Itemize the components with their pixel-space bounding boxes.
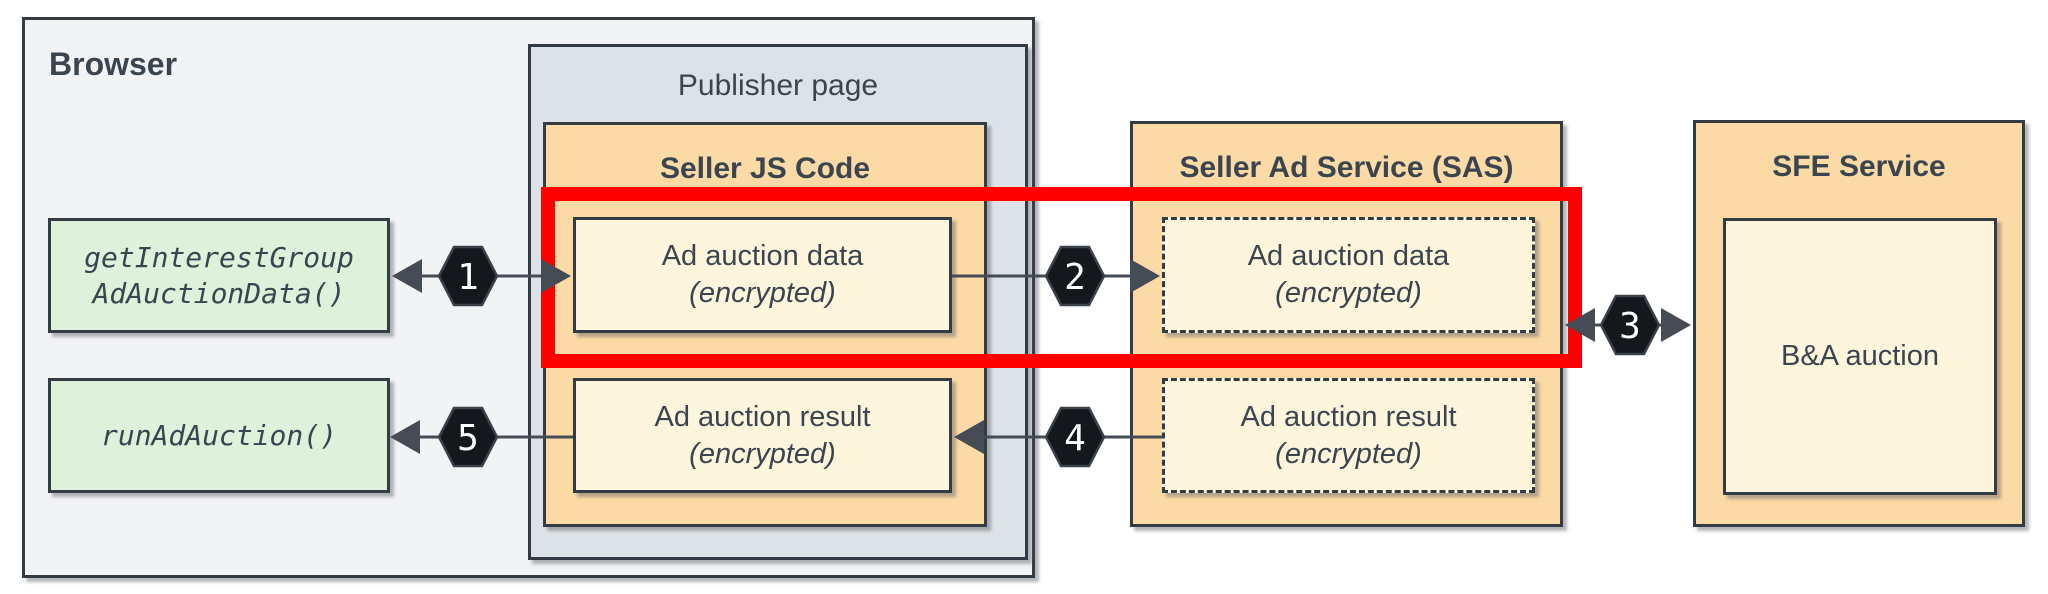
hexagon-badge-icon (1599, 294, 1661, 356)
seller-js-ad-auction-data-line1: Ad auction data (661, 240, 864, 273)
step-badge-4: 4 (1044, 406, 1106, 468)
get-interest-group-line2: AdAuctionData() (92, 276, 346, 310)
browser-label: Browser (49, 46, 178, 82)
seller-js-ad-auction-data-line2: (encrypted) (689, 277, 836, 309)
run-ad-auction-box: runAdAuction() (48, 378, 390, 493)
step-badge-4-number: 4 (1064, 418, 1086, 459)
ba-auction-label: B&A auction (1781, 340, 1939, 373)
step-3-arrow (1565, 308, 1691, 342)
seller-js-ad-auction-result-box: Ad auction result (encrypted) (573, 378, 952, 493)
hexagon-badge-icon (1044, 406, 1106, 468)
arrowhead-right-icon (1661, 308, 1691, 342)
seller-js-code-label: Seller JS Code (659, 152, 871, 185)
get-interest-group-line1: getInterestGroup (84, 241, 354, 275)
sas-ad-auction-result-box: Ad auction result (encrypted) (1162, 378, 1535, 493)
step-badge-3-number: 3 (1619, 306, 1641, 347)
ba-auction-box: B&A auction (1723, 218, 1997, 495)
sas-ad-auction-data-line2: (encrypted) (1275, 277, 1422, 309)
seller-js-ad-auction-result-line1: Ad auction result (654, 400, 871, 433)
sas-ad-auction-result-line2: (encrypted) (1275, 437, 1422, 470)
seller-js-ad-auction-result-line2: (encrypted) (689, 437, 836, 470)
run-ad-auction-label: runAdAuction() (100, 418, 337, 452)
seller-js-ad-auction-data-box: Ad auction data (encrypted) (573, 217, 952, 333)
seller-ad-service-label: Seller Ad Service (SAS) (1179, 151, 1514, 184)
sas-ad-auction-result-line1: Ad auction result (1240, 400, 1457, 433)
get-interest-group-ad-auction-data-box: getInterestGroup AdAuctionData() (48, 218, 390, 333)
sas-ad-auction-data-box: Ad auction data (encrypted) (1162, 217, 1535, 333)
highlight-rectangle (541, 187, 1582, 368)
step-badge-3: 3 (1599, 294, 1661, 356)
sas-ad-auction-data-line1: Ad auction data (1247, 240, 1450, 273)
sfe-service-label: SFE Service (1772, 150, 1946, 183)
publisher-page-label: Publisher page (677, 69, 879, 102)
